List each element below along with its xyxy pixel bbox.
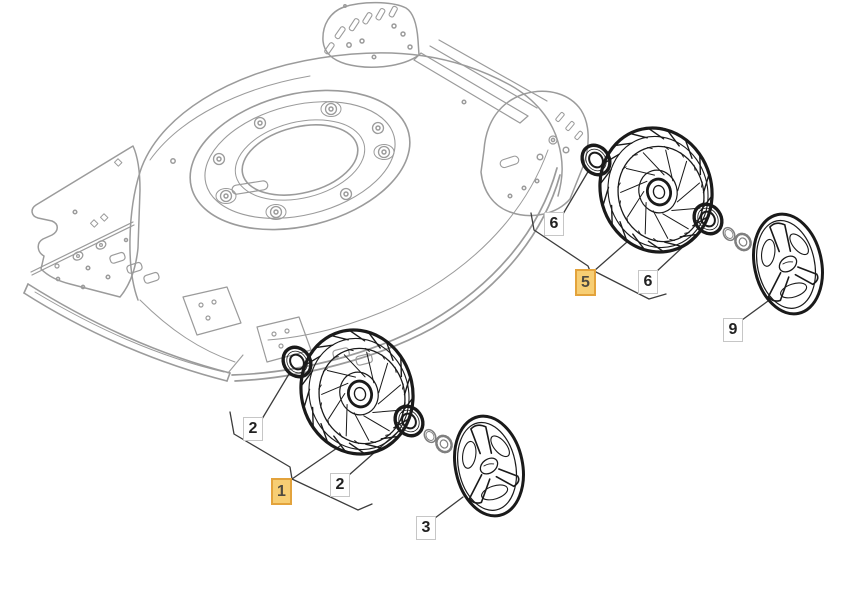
callout-label: 2	[248, 420, 258, 437]
callout-6-rear-inner-bearing[interactable]: 6	[544, 212, 564, 236]
callout-1-front-wheel[interactable]: 1	[271, 478, 292, 505]
callout-label: 6	[643, 273, 653, 290]
deck-right-bracket	[480, 90, 589, 217]
front-wheel-assembly-illustration	[275, 314, 534, 525]
callout-label: 3	[421, 519, 431, 536]
leader-callout-1-to-wheel	[291, 445, 341, 480]
deck-rear-channel	[413, 39, 548, 124]
callout-label: 6	[549, 215, 559, 232]
callout-5-rear-wheel[interactable]: 5	[575, 269, 596, 296]
deck-top-bracket	[322, 1, 420, 68]
leader-callout-1-bracket	[229, 411, 293, 480]
deck-center-ring	[189, 89, 411, 231]
leader-callout-5-bracket	[530, 212, 591, 272]
callout-2-front-inner-bearing[interactable]: 2	[243, 417, 263, 441]
callout-leader-lines	[229, 169, 769, 519]
deck-skirt-crease	[267, 149, 549, 341]
callout-6-rear-outer-bearing[interactable]: 6	[638, 270, 658, 294]
leader-callout-6-left	[562, 169, 590, 215]
callout-label: 9	[728, 321, 738, 338]
callout-label: 1	[277, 482, 286, 500]
leader-callout-5-tail	[593, 270, 667, 300]
deck-top-crease	[149, 75, 311, 161]
leader-callout-3	[434, 496, 464, 519]
deck-bottom-tabs	[109, 251, 373, 366]
leader-callout-5-to-wheel	[593, 241, 628, 272]
mower-deck-illustration	[23, 1, 589, 382]
callout-3-front-hubcap[interactable]: 3	[416, 516, 436, 540]
deck-left-bracket	[31, 145, 141, 298]
deck-dome-outline	[129, 52, 563, 301]
rear-wheel-assembly-illustration	[574, 112, 833, 323]
leader-callout-1-tail	[291, 478, 373, 511]
callout-2-front-outer-bearing[interactable]: 2	[330, 473, 350, 497]
leader-callout-9	[741, 300, 769, 321]
callout-label: 2	[335, 476, 345, 493]
callout-9-rear-hubcap[interactable]: 9	[723, 318, 743, 342]
callout-label: 5	[581, 273, 590, 291]
leader-callout-2-front	[261, 373, 290, 420]
deck-axle-rod	[30, 221, 135, 276]
deck-front-skirt	[23, 283, 244, 382]
